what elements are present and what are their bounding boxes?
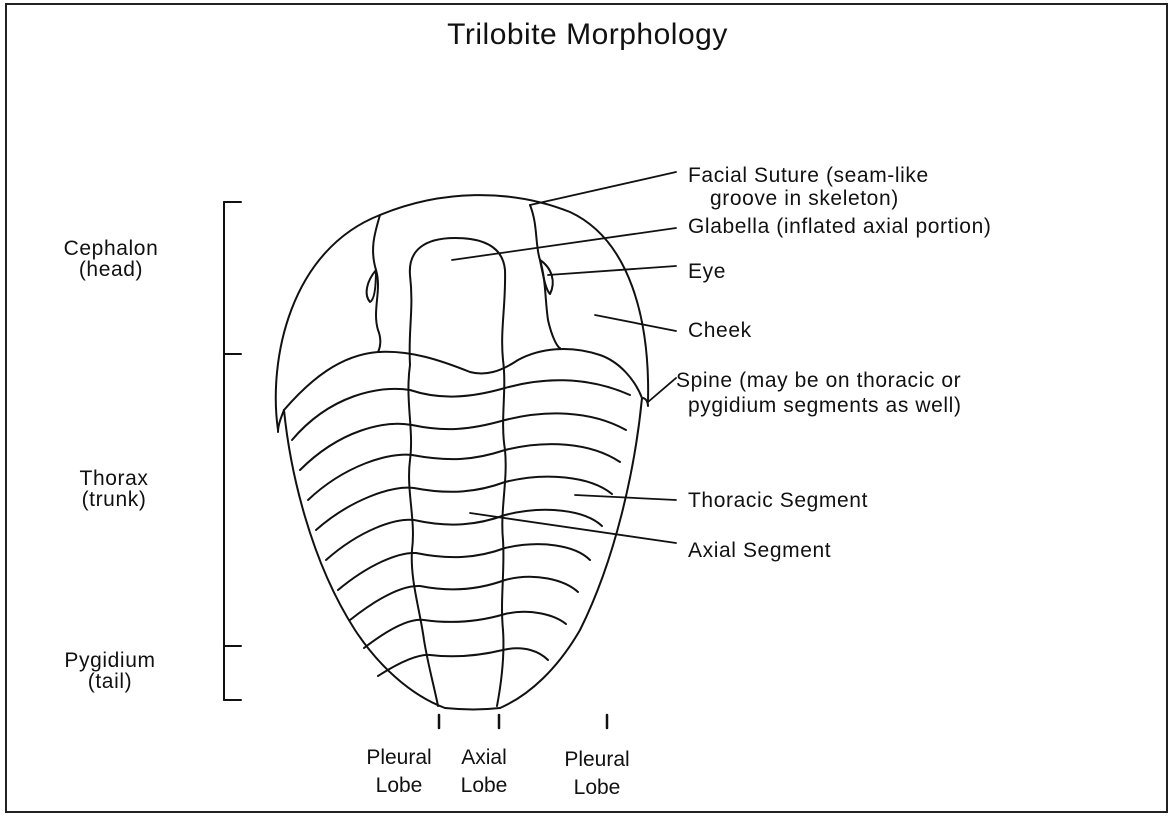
region-pygidium-desc: (tail) (50, 671, 170, 692)
region-cephalon-name: Cephalon (46, 238, 176, 259)
region-thorax: Thorax (trunk) (54, 468, 174, 510)
label-axial-segment: Axial Segment (688, 540, 831, 562)
left-facial-suture (373, 215, 380, 352)
left-genal-spine (278, 410, 284, 432)
right-eye (540, 260, 553, 294)
head-thorax-boundary (284, 349, 642, 410)
label-thoracic-segment: Thoracic Segment (688, 490, 868, 512)
lobe-right-pleural: Pleural Lobe (552, 746, 642, 802)
region-thorax-name: Thorax (54, 468, 174, 489)
cephalon-outline (276, 195, 648, 430)
leader-facial-suture (530, 172, 676, 205)
lobe-left-pleural: Pleural Lobe (354, 744, 444, 800)
lobe-axial-line1: Axial (444, 744, 524, 772)
body-tail-end (445, 708, 500, 710)
label-facial-suture-line2: groove in skeleton) (710, 188, 899, 210)
leader-spine (648, 378, 676, 402)
right-facial-suture (530, 205, 560, 348)
leader-cheek (595, 315, 676, 331)
lobe-axial-line2: Lobe (444, 772, 524, 800)
lobe-ticks (439, 715, 607, 728)
lobe-left-pleural-line1: Pleural (354, 744, 444, 772)
right-axial-furrow (497, 360, 506, 706)
label-eye: Eye (688, 261, 726, 283)
label-facial-suture-line1: Facial Suture (seam-like (688, 165, 929, 187)
region-pygidium: Pygidium (tail) (50, 650, 170, 692)
left-eye (367, 270, 376, 302)
region-pygidium-name: Pygidium (50, 650, 170, 671)
lobe-axial: Axial Lobe (444, 744, 524, 800)
lobe-left-pleural-line2: Lobe (354, 772, 444, 800)
region-cephalon-desc: (head) (46, 259, 176, 280)
glabella-outline (410, 238, 506, 365)
leader-eye (548, 266, 676, 275)
lobe-right-pleural-line2: Lobe (552, 774, 642, 802)
leader-axial-segment (470, 513, 676, 543)
lobe-right-pleural-line1: Pleural (552, 746, 642, 774)
label-glabella: Glabella (inflated axial portion) (688, 216, 991, 238)
label-cheek: Cheek (688, 320, 752, 342)
label-spine-line1: Spine (may be on thoracic or (676, 370, 961, 392)
label-spine-line2: pygidium segments as well) (688, 395, 962, 417)
region-thorax-desc: (trunk) (54, 489, 174, 510)
region-bracket (224, 202, 241, 700)
body-outline-left (284, 410, 445, 708)
region-cephalon: Cephalon (head) (46, 238, 176, 280)
